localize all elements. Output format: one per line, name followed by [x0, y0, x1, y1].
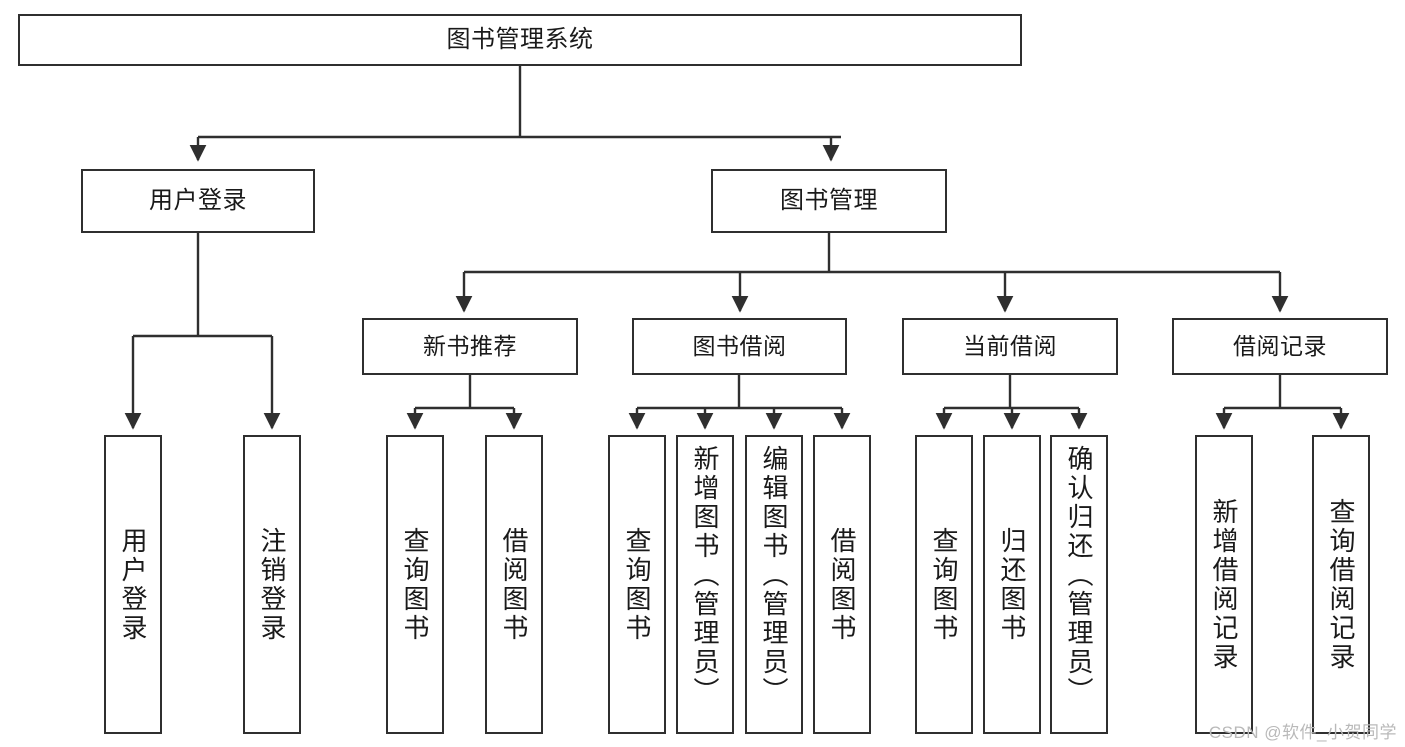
node-new-book-recommend[interactable]: 新书推荐 — [362, 318, 578, 375]
leaf-logout-label: 注销登录 — [257, 526, 287, 643]
node-root-label: 图书管理系统 — [446, 25, 594, 53]
csdn-watermark: CSDN @软件_小贺同学 — [1208, 723, 1397, 742]
leaf-add-borrow-record-label: 新增借阅记录 — [1209, 497, 1239, 672]
leaf-logout[interactable]: 注销登录 — [243, 435, 301, 734]
leaf-user-login-label: 用户登录 — [118, 526, 148, 643]
leaf-query-borrow-record[interactable]: 查询借阅记录 — [1312, 435, 1370, 734]
node-user-login[interactable]: 用户登录 — [81, 169, 315, 233]
leaf-return-book[interactable]: 归还图书 — [983, 435, 1041, 734]
leaf-confirm-return[interactable]: 确认归还（管理员） — [1050, 435, 1108, 734]
leaf-return-book-label: 归还图书 — [997, 526, 1027, 643]
leaf-query-book-3[interactable]: 查询图书 — [915, 435, 973, 734]
leaf-query-book-1[interactable]: 查询图书 — [386, 435, 444, 734]
leaf-edit-book[interactable]: 编辑图书（管理员） — [745, 435, 803, 734]
node-borrow-record[interactable]: 借阅记录 — [1172, 318, 1388, 375]
leaf-confirm-return-label: 确认归还（管理员） — [1064, 445, 1094, 706]
node-current-borrow-label: 当前借阅 — [963, 332, 1057, 359]
node-borrow-record-label: 借阅记录 — [1233, 332, 1327, 359]
leaf-borrow-book-1[interactable]: 借阅图书 — [485, 435, 543, 734]
leaf-user-login[interactable]: 用户登录 — [104, 435, 162, 734]
node-book-manage[interactable]: 图书管理 — [711, 169, 947, 233]
leaf-query-book-3-label: 查询图书 — [929, 526, 959, 643]
node-book-manage-label: 图书管理 — [780, 186, 878, 214]
leaf-edit-book-label: 编辑图书（管理员） — [759, 445, 789, 706]
node-current-borrow[interactable]: 当前借阅 — [902, 318, 1118, 375]
leaf-query-book-1-label: 查询图书 — [400, 526, 430, 643]
node-root[interactable]: 图书管理系统 — [18, 14, 1022, 66]
leaf-borrow-book-1-label: 借阅图书 — [499, 526, 529, 643]
node-book-borrow-label: 图书借阅 — [692, 332, 787, 359]
node-new-book-recommend-label: 新书推荐 — [423, 332, 517, 359]
node-book-borrow[interactable]: 图书借阅 — [632, 318, 847, 375]
leaf-query-book-2-label: 查询图书 — [622, 526, 652, 643]
leaf-add-book[interactable]: 新增图书（管理员） — [676, 435, 734, 734]
leaf-add-borrow-record[interactable]: 新增借阅记录 — [1195, 435, 1253, 734]
leaf-add-book-label: 新增图书（管理员） — [690, 445, 720, 706]
leaf-borrow-book-2[interactable]: 借阅图书 — [813, 435, 871, 734]
leaf-query-book-2[interactable]: 查询图书 — [608, 435, 666, 734]
leaf-query-borrow-record-label: 查询借阅记录 — [1326, 497, 1356, 672]
node-user-login-label: 用户登录 — [149, 186, 247, 214]
leaf-borrow-book-2-label: 借阅图书 — [827, 526, 857, 643]
